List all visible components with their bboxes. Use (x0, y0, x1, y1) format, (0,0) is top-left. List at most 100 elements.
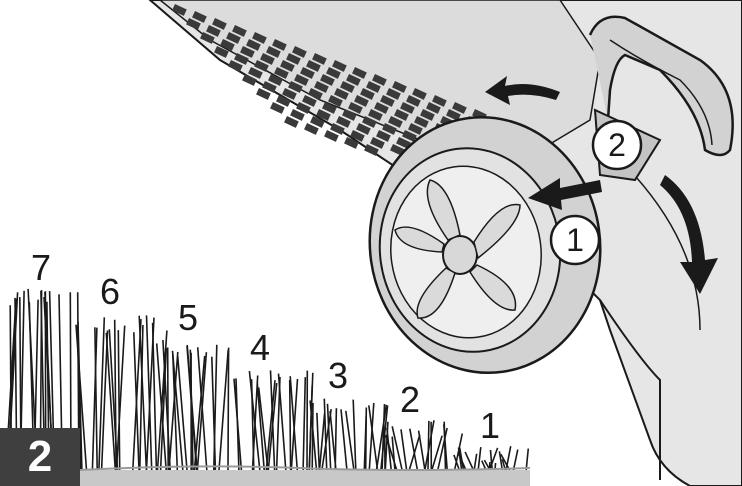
ground (80, 470, 530, 486)
vent-slot (302, 95, 317, 107)
height-label-6: 6 (100, 271, 120, 312)
grass-blade (196, 352, 208, 471)
grass-blade (94, 327, 98, 471)
vent-slot (328, 95, 343, 107)
vent-slot (256, 87, 271, 100)
vent-slot (402, 129, 417, 142)
grass-blade (431, 435, 443, 471)
grass-blade (525, 448, 530, 471)
vent-slot (248, 67, 263, 79)
grass-blade (233, 378, 243, 471)
step-number: 2 (608, 127, 626, 163)
vent-slot (270, 101, 285, 114)
grass-blade (211, 356, 217, 471)
vent-slot (322, 102, 337, 114)
vent-slot (300, 67, 315, 79)
vent-slot (408, 122, 423, 135)
deck-grille (172, 4, 515, 156)
step-number: 1 (566, 222, 584, 258)
vent-slot (376, 129, 391, 142)
vent-slot (324, 129, 339, 142)
vent-slot (294, 73, 309, 86)
grass-blade (340, 409, 348, 471)
vent-slot (352, 67, 367, 79)
grass-blade (381, 403, 386, 471)
vent-slot (432, 95, 447, 107)
grass-blade (269, 370, 276, 471)
mower-deck (148, 0, 742, 486)
grass-blade (464, 451, 475, 471)
vent-slot (342, 109, 357, 121)
vent-slot (310, 115, 325, 128)
height-label-3: 3 (328, 355, 348, 396)
vent-slot (214, 45, 229, 58)
vent-slot (400, 101, 415, 114)
vent-slot (292, 46, 307, 58)
vent-slot (206, 25, 221, 37)
grass-blade (375, 404, 388, 471)
grass-blade (308, 372, 314, 471)
vent-slot (320, 73, 335, 86)
vent-slot (308, 87, 323, 100)
grass-blade (409, 428, 419, 471)
grass-blade (277, 373, 287, 471)
grass-blade (311, 402, 314, 471)
vent-slot (426, 102, 441, 114)
vent-slot (262, 81, 277, 93)
vent-slot (260, 53, 275, 65)
vent-slot (290, 109, 305, 121)
vent-slot (186, 17, 201, 30)
vent-slot (284, 116, 299, 128)
vent-slot (212, 18, 227, 30)
vent-slot (234, 53, 249, 65)
grass-blade (145, 315, 153, 471)
vent-slot (340, 80, 355, 93)
vent-slot (364, 144, 379, 156)
vent-slot (332, 60, 347, 72)
grass-blade (477, 447, 482, 471)
vent-slot (370, 137, 385, 149)
grass-blade (171, 350, 184, 471)
grass-blade (91, 327, 98, 471)
vent-slot (288, 81, 303, 93)
grass-blade (265, 380, 276, 471)
vent-slot (274, 67, 289, 79)
height-label-1: 1 (480, 405, 500, 446)
vent-slot (254, 59, 269, 72)
grass-blade (458, 447, 465, 471)
vent-slot (360, 88, 375, 100)
vent-slot (366, 80, 381, 93)
grass-blade (138, 315, 148, 471)
vent-slot (380, 95, 395, 107)
vent-slot (372, 74, 387, 86)
grass-blade (193, 355, 206, 471)
grass-blade (156, 330, 168, 471)
vent-slot (226, 32, 241, 44)
grass-blade (159, 348, 168, 471)
vent-slot (286, 53, 301, 65)
vent-slot (306, 60, 321, 72)
grass-blade (386, 427, 392, 471)
grass-blade (443, 424, 448, 471)
wheel-icon (368, 115, 602, 375)
grass-blade (108, 329, 119, 471)
vent-slot (396, 136, 411, 149)
vent-slot (246, 39, 261, 51)
vent-slot (412, 88, 427, 100)
grass-blade (326, 403, 332, 471)
vent-slot (252, 32, 267, 44)
height-label-2: 2 (400, 379, 420, 420)
vent-slot (266, 46, 281, 58)
vent-slot (414, 116, 429, 128)
grass-blade (168, 351, 179, 471)
grass-blade (117, 330, 121, 471)
grass-blade (385, 434, 398, 471)
grass-blade (427, 420, 430, 471)
figure-number-badge: 2 (0, 428, 80, 486)
grass-blade (391, 436, 396, 471)
vent-slot (242, 73, 257, 86)
step-callout-1: 1 (549, 214, 601, 266)
vent-slot (354, 95, 369, 107)
